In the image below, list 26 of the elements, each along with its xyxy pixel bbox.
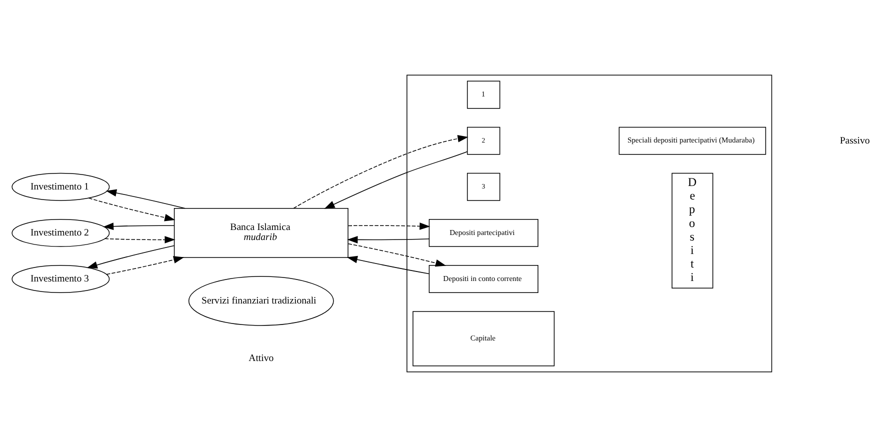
node-ellipse: Servizi finanziari tradizionali [188,276,334,326]
node-ellipse: Investimento 3 [11,265,110,293]
node-ellipse: Investimento 2 [11,218,110,247]
node-box: Depositi [671,172,713,288]
cluster [406,74,772,372]
arrow [324,151,468,209]
arrow [346,256,429,274]
node-box: Banca Islamica mudarib [173,208,348,258]
arrow [106,256,184,275]
arrow [292,134,468,209]
node-box: Speciali depositi partecipativi (Mudaraba) [618,126,766,155]
arrow [105,189,186,209]
arrow [347,222,430,230]
arrow [86,245,174,269]
arrow [104,236,175,244]
node-box: Depositi partecipativi [428,218,538,247]
arrow [346,236,429,244]
arrow [88,198,175,222]
arrow [347,243,446,267]
node-box: Depositi in conto corrente [428,265,538,293]
arrow [102,222,174,230]
label: Attivo [248,352,274,364]
label: Passivo [839,135,870,146]
node-ellipse: Investimento 1 [11,172,110,201]
node-box: Capitale [412,311,554,366]
node-box: 1 [466,80,500,109]
